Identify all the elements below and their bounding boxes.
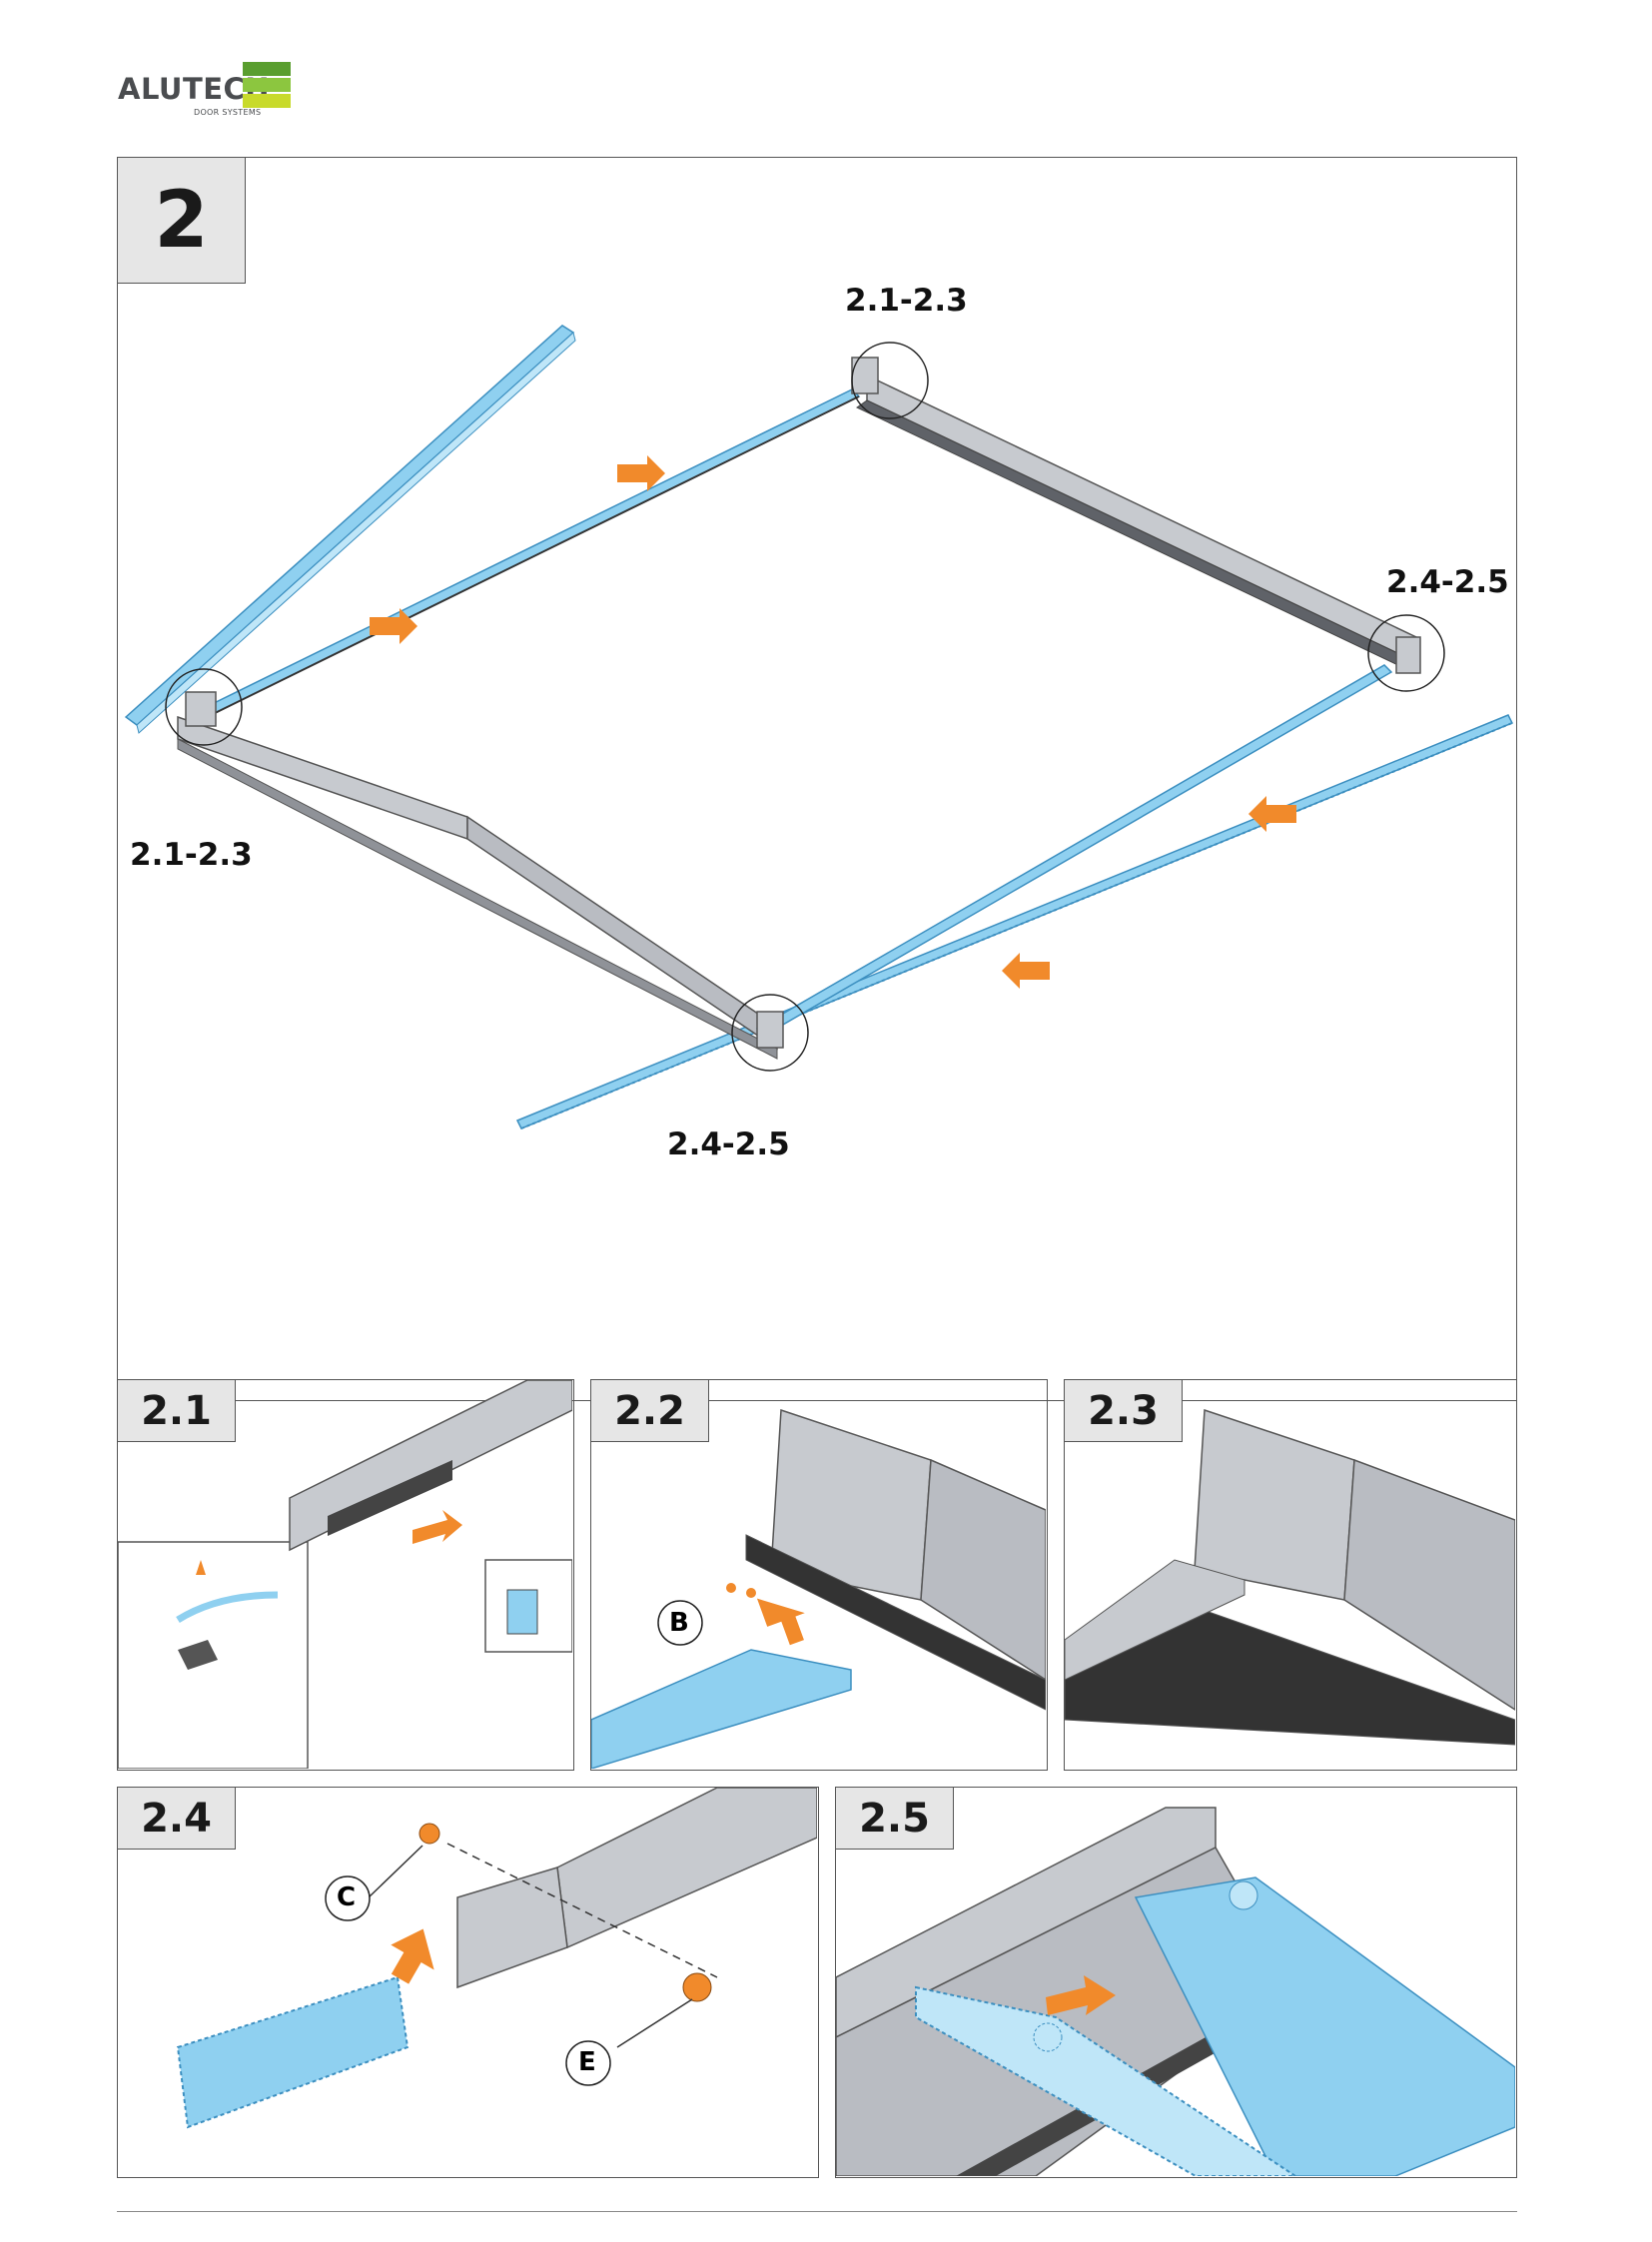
arrow-icon <box>617 455 665 491</box>
footer-rule <box>117 2211 1517 2212</box>
grey-rail-left <box>177 715 778 1060</box>
part-b-label: B <box>669 1608 689 1638</box>
brand-logo: ALUTECH DOOR SYSTEMS <box>118 62 318 118</box>
substep-2-4-number: 2.4 <box>118 1788 236 1850</box>
detail-circle-top <box>851 342 929 419</box>
part-b-circle <box>657 1600 703 1646</box>
callout-left: 2.1-2.3 <box>130 837 253 873</box>
substep-2-4-illustration <box>176 1788 817 2129</box>
substep-2-3-panel: 2.3 <box>1064 1379 1517 1771</box>
frame-assembly-illustration <box>124 325 1514 1129</box>
part-c-label: C <box>337 1882 357 1912</box>
loose-blue-profile-left <box>124 325 576 734</box>
detail-circle-bottom <box>731 994 809 1072</box>
substep-2-3-number: 2.3 <box>1065 1380 1183 1442</box>
arrow-icon <box>370 608 417 644</box>
callout-right: 2.4-2.5 <box>1386 564 1509 600</box>
substep-2-1-illustration <box>118 1380 572 1769</box>
main-step-number: 2 <box>118 158 246 284</box>
blue-rail-bottom <box>755 664 1393 1037</box>
substep-2-1-panel: 2.1 <box>117 1379 574 1771</box>
arrow-icon <box>1002 953 1050 989</box>
substep-2-5-panel: 2.5 <box>835 1787 1517 2178</box>
brand-stripes-icon <box>243 62 291 108</box>
detail-circle-right <box>1367 614 1445 692</box>
substep-2-5-number: 2.5 <box>836 1788 954 1850</box>
substep-2-2-panel: 2.2 B <box>590 1379 1048 1771</box>
loose-blue-profile-right <box>515 714 1514 1129</box>
part-e-label: E <box>578 2047 596 2077</box>
part-e-circle <box>565 2040 611 2086</box>
callout-bottom: 2.4-2.5 <box>667 1126 790 1162</box>
grey-rail-right <box>856 374 1417 670</box>
substep-2-4-panel: 2.4 C E <box>117 1787 819 2178</box>
callout-top: 2.1-2.3 <box>845 283 968 319</box>
substep-2-2-number: 2.2 <box>591 1380 709 1442</box>
detail-circle-left <box>165 668 243 746</box>
substep-2-5-illustration <box>836 1807 1515 2176</box>
brand-subtitle: DOOR SYSTEMS <box>194 108 262 117</box>
part-c-circle <box>325 1875 371 1921</box>
blue-rail-top <box>194 388 861 720</box>
substep-2-3-illustration <box>1065 1408 1515 1746</box>
main-step-panel: 2 <box>117 157 1517 1401</box>
arrow-icon <box>1248 796 1296 832</box>
substep-2-1-number: 2.1 <box>118 1380 236 1442</box>
substep-2-2-illustration <box>591 1408 1046 1769</box>
